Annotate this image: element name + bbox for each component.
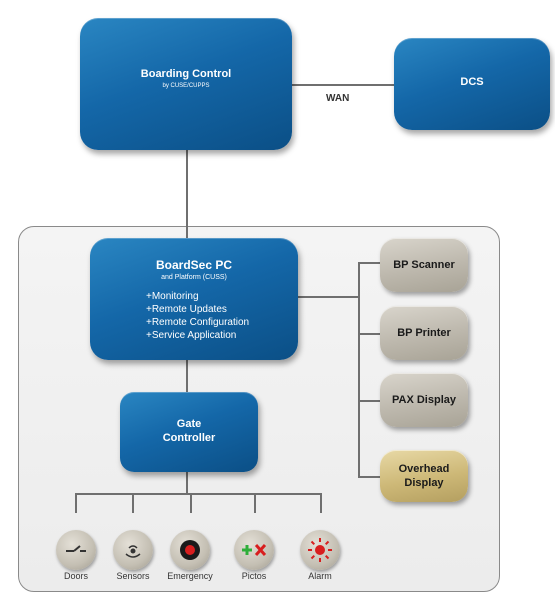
- sensors-device: [113, 530, 153, 570]
- overhead-display-box: Overhead Display: [380, 450, 468, 502]
- boardsec-pc-box: BoardSec PC and Platform (CUSS) +Monitor…: [90, 238, 298, 360]
- device-drop-4: [254, 493, 256, 513]
- boarding-control-box: Boarding Control by CUSE/CUPPS: [80, 18, 292, 150]
- wan-link: [286, 84, 394, 86]
- peripheral-drop-4: [358, 476, 382, 478]
- gate-controller-line1: Gate: [176, 418, 202, 430]
- alarm-label: Alarm: [308, 571, 332, 581]
- emergency-label: Emergency: [167, 571, 213, 581]
- device-drop-2: [132, 493, 134, 513]
- overhead-display-line1: Overhead: [398, 463, 450, 475]
- boardsec-features: +Monitoring +Remote Updates +Remote Conf…: [146, 290, 249, 342]
- peripheral-drop-2: [358, 333, 382, 335]
- boardsec-subtitle: and Platform (CUSS): [161, 274, 227, 281]
- dcs-box: DCS: [394, 38, 550, 130]
- bp-printer-box: BP Printer: [380, 306, 468, 360]
- sensors-label: Sensors: [116, 571, 150, 581]
- pc-to-gate-line: [186, 358, 188, 394]
- boardsec-title: BoardSec PC: [155, 258, 233, 272]
- device-drop-5: [320, 493, 322, 513]
- overhead-display-line2: Display: [404, 477, 444, 489]
- gate-controller-line2: Controller: [162, 432, 216, 444]
- pax-display-box: PAX Display: [380, 373, 468, 427]
- device-drop-1: [75, 493, 77, 513]
- pictogram-icon: [242, 543, 267, 557]
- boarding-control-subtitle: by CUSE/CUPPS: [162, 83, 210, 89]
- pc-to-peripheral-line: [298, 296, 360, 298]
- boarding-control-title: Boarding Control: [140, 68, 232, 80]
- device-bus-line: [75, 493, 322, 495]
- feature-remote-updates: +Remote Updates: [146, 304, 227, 315]
- alarm-light-icon: [308, 538, 332, 562]
- peripheral-drop-3: [358, 400, 382, 402]
- gate-to-bus-line: [186, 470, 188, 494]
- peripheral-bus-line: [358, 262, 360, 478]
- gate-controller-box: Gate Controller: [120, 392, 258, 472]
- dcs-label: DCS: [460, 76, 484, 88]
- feature-remote-configuration: +Remote Configuration: [146, 317, 250, 328]
- wan-label: WAN: [326, 93, 350, 104]
- emergency-button-icon: [180, 540, 200, 560]
- uplink-line: [186, 150, 188, 242]
- peripheral-drop-1: [358, 262, 382, 264]
- pictos-label: Pictos: [241, 571, 267, 581]
- bp-scanner-box: BP Scanner: [380, 238, 468, 292]
- feature-service-application: +Service Application: [146, 330, 237, 341]
- feature-monitoring: +Monitoring: [146, 291, 199, 302]
- door-icon: [66, 545, 86, 552]
- emergency-device: [170, 530, 210, 570]
- bp-scanner-label: BP Scanner: [393, 259, 455, 271]
- bp-printer-label: BP Printer: [397, 327, 451, 339]
- pax-display-label: PAX Display: [392, 394, 456, 406]
- doors-label: Doors: [63, 571, 88, 581]
- sensor-icon: [125, 545, 141, 558]
- doors-device: [56, 530, 96, 570]
- pictos-device: [234, 530, 274, 570]
- alarm-device: [300, 530, 340, 570]
- device-drop-3: [190, 493, 192, 513]
